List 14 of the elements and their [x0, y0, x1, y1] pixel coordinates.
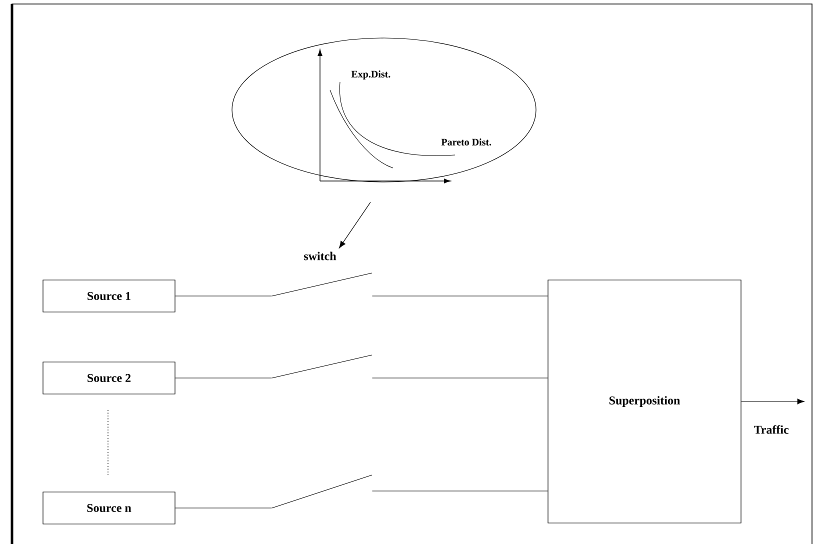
connector-line — [372, 490, 548, 492]
source-box: Source 2 — [42, 362, 176, 394]
arrow — [339, 202, 371, 248]
curve-label: Exp.Dist. — [351, 70, 390, 80]
switch-symbol — [272, 474, 372, 508]
edge-label: Traffic — [754, 425, 789, 434]
curve-label: Pareto Dist. — [441, 138, 492, 146]
output-arrow — [741, 398, 804, 404]
switch-symbol — [272, 272, 372, 296]
switch-label: switch — [304, 252, 336, 260]
source-box: Source 1 — [42, 280, 176, 312]
source-box: Source n — [42, 492, 176, 524]
switch-symbol — [272, 354, 372, 378]
superposition-box: Superposition — [548, 280, 742, 524]
